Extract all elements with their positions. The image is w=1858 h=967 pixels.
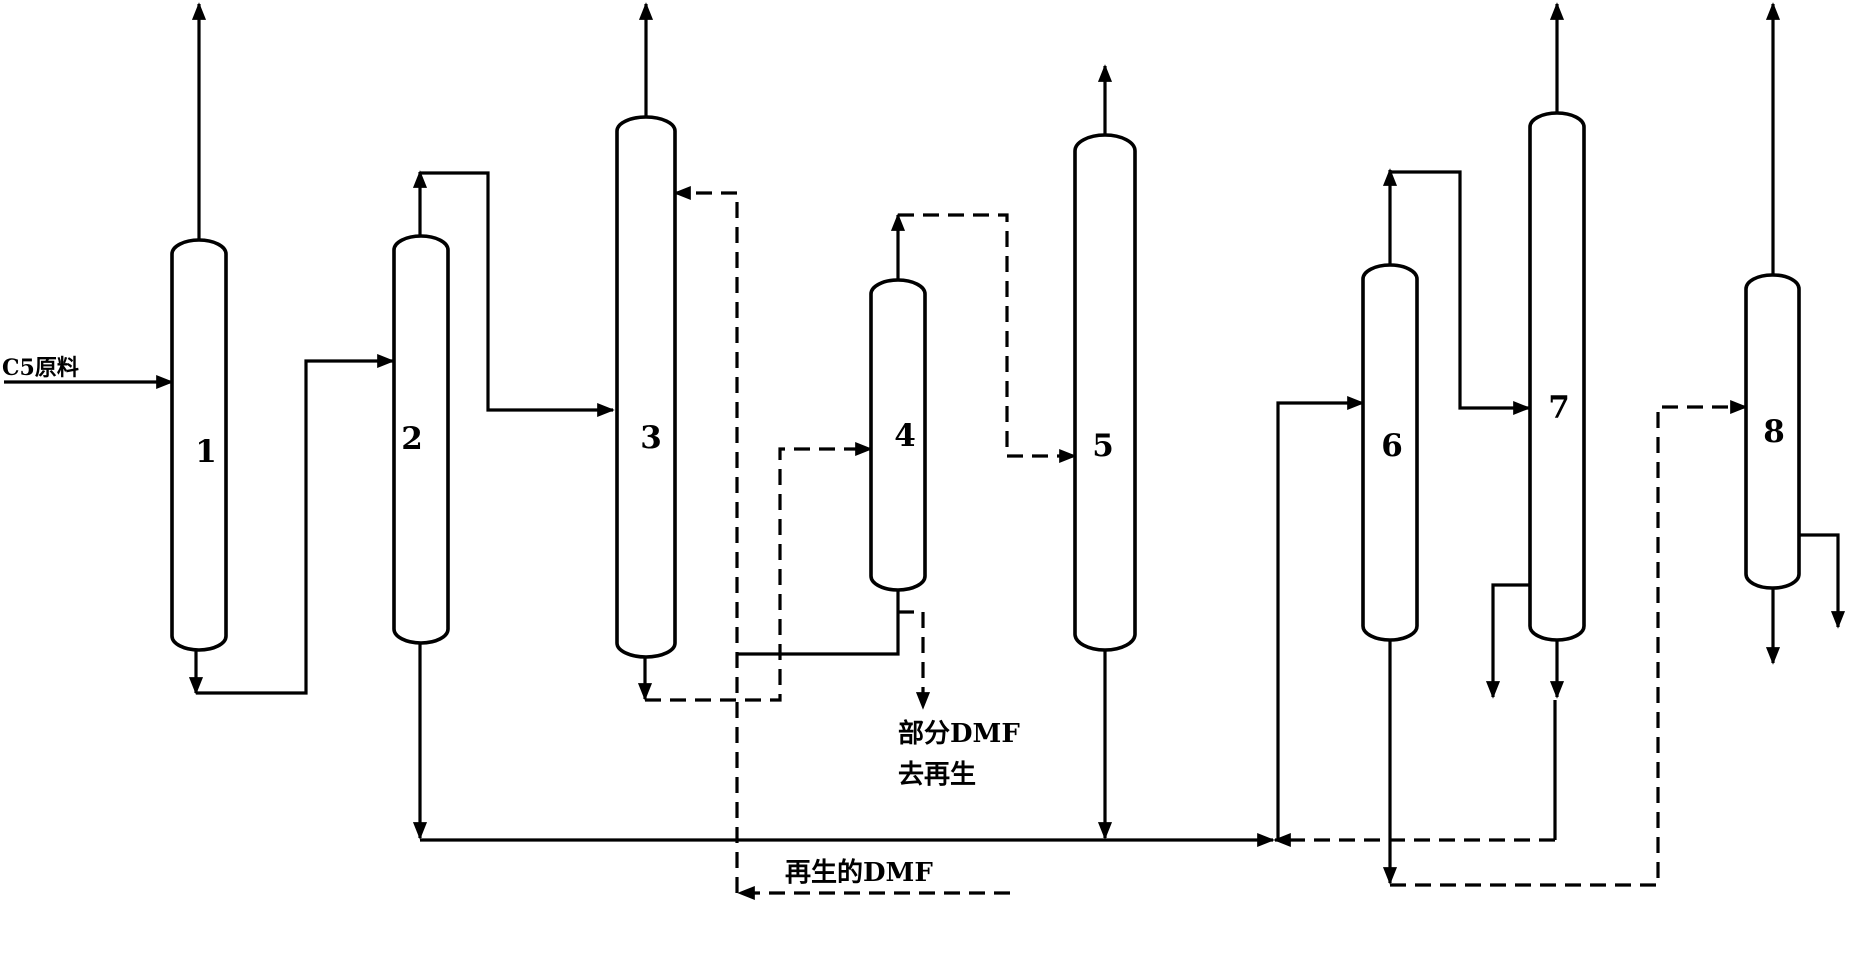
- column-7-label: 7: [1548, 390, 1570, 426]
- column-2-label: 2: [401, 421, 423, 457]
- dmf-purge-label-line1: 部分DMF: [898, 719, 1020, 749]
- column-3-label: 3: [640, 420, 662, 456]
- lean-solvent-header: [420, 395, 1555, 848]
- regenerated-dmf-label: 再生的DMF: [785, 857, 933, 888]
- col1-to-col2-line: [196, 353, 395, 695]
- col3-to-col4-line: [645, 441, 873, 702]
- column-3: 3: [615, 2, 873, 893]
- col8-side-draw-line: [1799, 533, 1846, 629]
- col6-to-col7-line: [1390, 170, 1531, 416]
- column-8-label: 8: [1763, 414, 1785, 450]
- column-7-vessel: [1528, 111, 1586, 642]
- column-7: 7: [1485, 2, 1586, 840]
- column-1-label: 1: [195, 434, 217, 470]
- column-6-label: 6: [1381, 428, 1403, 464]
- solvent-feed-to-col3-line: [673, 185, 739, 893]
- column-5-label: 5: [1092, 428, 1114, 464]
- header-to-col6-line: [1276, 395, 1365, 840]
- column-6: 6: [1361, 168, 1748, 887]
- column-5-vessel: [1073, 133, 1137, 652]
- dmf-purge-label-line2: 去再生: [898, 760, 976, 790]
- col2-to-col3-line: [420, 171, 615, 418]
- column-4: 4: [737, 213, 1077, 710]
- column-5: 5: [1073, 64, 1137, 840]
- column-4-label: 4: [894, 418, 916, 454]
- col4-to-col5-line: [898, 213, 1077, 464]
- feed-label: C5原料: [2, 355, 79, 381]
- column-4-vessel: [869, 278, 927, 592]
- col7-side-draw-line: [1485, 583, 1530, 699]
- column-8-vessel: [1744, 273, 1801, 590]
- col6-to-col8-line: [1390, 399, 1748, 887]
- column-2: 2: [392, 170, 615, 840]
- column-6-vessel: [1361, 263, 1419, 642]
- column-8: 8: [1744, 2, 1846, 665]
- col4-dmf-purge-line: [898, 610, 931, 710]
- column-1-vessel: [170, 238, 228, 652]
- column-1: 1: [4, 2, 395, 695]
- column-3-vessel: [615, 115, 677, 659]
- col4-bottoms-recycle-line: [737, 590, 900, 656]
- column-2-vessel: [392, 234, 450, 645]
